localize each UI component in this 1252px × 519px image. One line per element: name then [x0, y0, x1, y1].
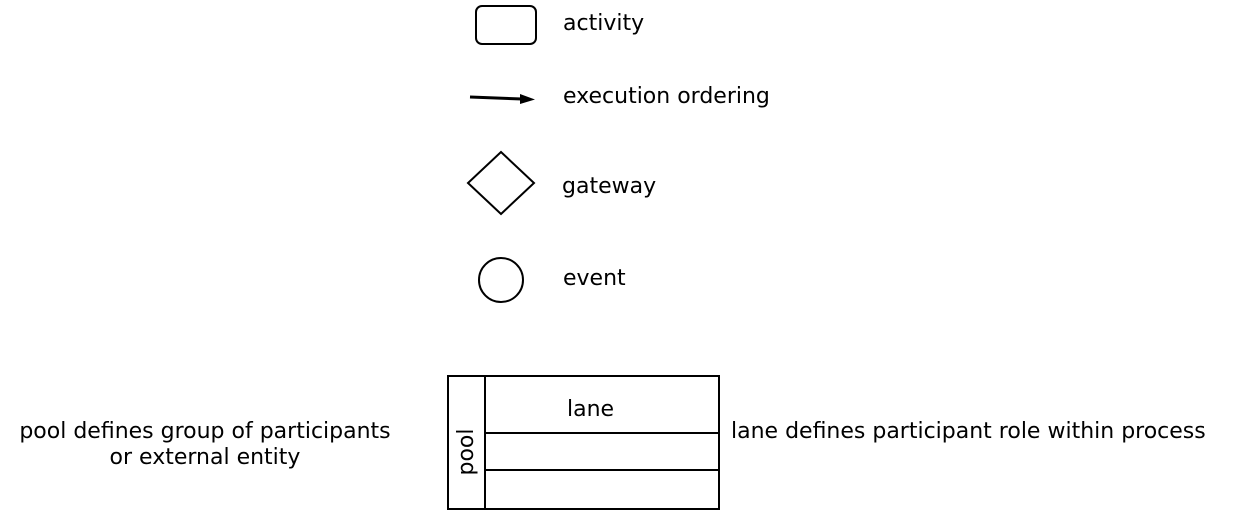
lane-description: lane defines participant role within pro… [731, 419, 1206, 444]
pool-description: pool defines group of participants or ex… [0, 419, 410, 471]
lane-label: lane [567, 397, 615, 422]
gateway-label: gateway [562, 174, 657, 199]
pool-description-line-1: pool defines group of participants [19, 419, 391, 444]
event-label: event [563, 266, 626, 291]
activity-label: activity [563, 11, 645, 36]
execution-ordering-label: execution ordering [563, 84, 770, 109]
activity-symbol [475, 5, 537, 45]
pool-description-line-2: or external entity [109, 445, 301, 470]
gateway-symbol [466, 150, 536, 216]
pool-shape [447, 375, 720, 510]
execution-ordering-arrow [469, 94, 535, 104]
pool-label: pool [454, 428, 479, 476]
event-symbol [478, 257, 524, 303]
